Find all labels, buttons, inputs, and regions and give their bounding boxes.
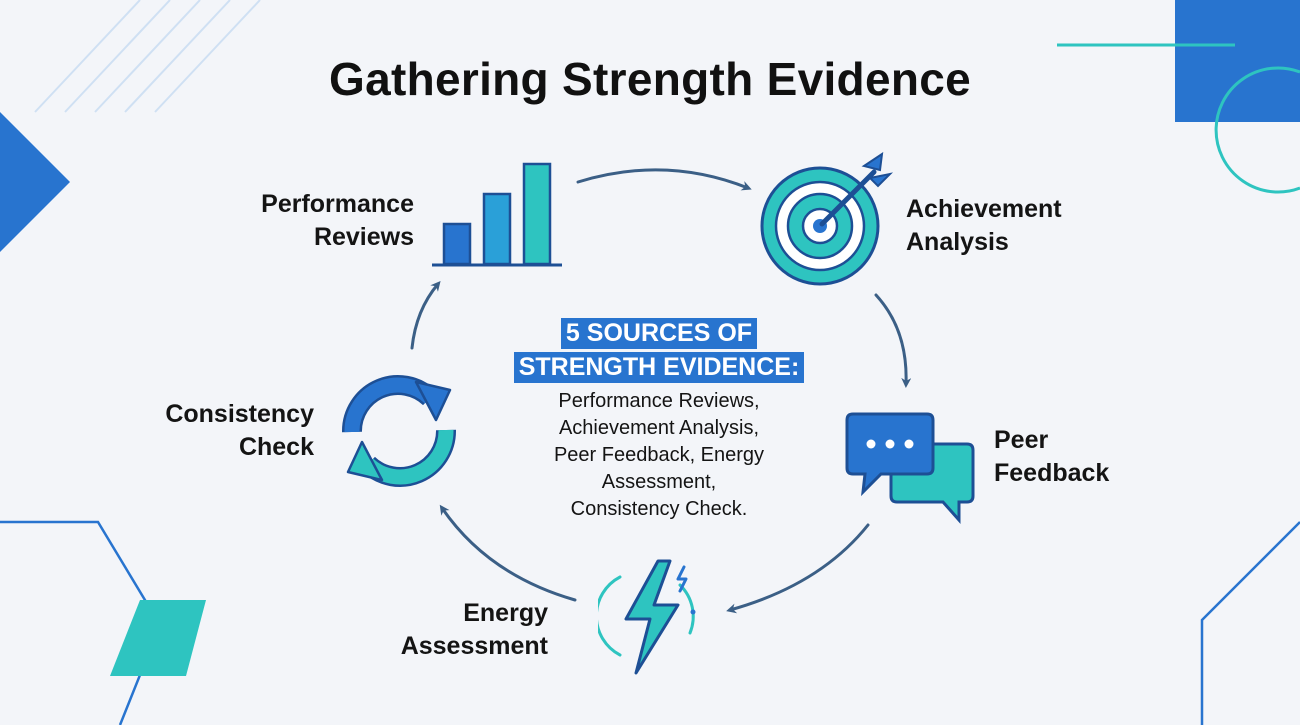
step-label-line2: Assessment bbox=[400, 632, 548, 660]
step-peer-feedback-label: Peer Feedback bbox=[994, 424, 1154, 490]
diagonal-stripes bbox=[34, 0, 261, 113]
center-summary: 5 SOURCES OF STRENGTH EVIDENCE: Performa… bbox=[478, 318, 840, 523]
step-achievement-analysis-label: Achievement Analysis bbox=[906, 193, 1126, 259]
arrow-reviews-to-achievement bbox=[576, 168, 752, 191]
lightning-icon bbox=[598, 559, 696, 675]
center-line: Performance Reviews, bbox=[558, 390, 760, 412]
center-heading-line2: STRENGTH EVIDENCE: bbox=[513, 352, 805, 383]
center-line: Assessment, bbox=[601, 471, 717, 493]
step-label-line2: Check bbox=[238, 433, 314, 461]
center-description: Performance Reviews, Achievement Analysi… bbox=[478, 388, 840, 523]
step-label-line2: Analysis bbox=[906, 228, 1009, 256]
step-consistency-check-label: Consistency Check bbox=[120, 398, 314, 464]
center-line: Consistency Check. bbox=[570, 498, 748, 520]
bar-chart-icon bbox=[432, 162, 562, 267]
bottom-right-outline bbox=[1200, 521, 1300, 725]
step-label-line1: Peer bbox=[994, 426, 1049, 454]
refresh-cycle-icon bbox=[341, 375, 457, 487]
chat-bubbles-icon bbox=[845, 412, 975, 524]
top-right-square bbox=[1175, 0, 1300, 122]
step-label-line1: Performance bbox=[261, 190, 414, 218]
top-right-arc bbox=[1214, 66, 1300, 194]
step-label-line1: Energy bbox=[463, 599, 548, 627]
arrow-energy-to-consistency bbox=[439, 504, 577, 602]
arrow-achievement-to-feedback bbox=[874, 293, 912, 388]
step-energy-assessment-label: Energy Assessment bbox=[360, 597, 548, 663]
arrow-feedback-to-energy bbox=[726, 523, 870, 614]
center-heading-line1: 5 SOURCES OF bbox=[560, 318, 758, 349]
center-line: Peer Feedback, Energy bbox=[553, 444, 765, 466]
arrow-consistency-to-reviews bbox=[410, 280, 441, 350]
target-icon bbox=[760, 152, 894, 286]
step-label-line2: Feedback bbox=[994, 459, 1110, 487]
step-performance-reviews-label: Performance Reviews bbox=[200, 188, 414, 254]
left-triangle bbox=[0, 112, 70, 252]
teal-leaf-shape bbox=[110, 600, 206, 676]
step-label-line2: Reviews bbox=[313, 223, 414, 251]
step-label-line1: Consistency bbox=[165, 400, 314, 428]
page-title: Gathering Strength Evidence bbox=[329, 53, 971, 105]
center-line: Achievement Analysis, bbox=[558, 417, 760, 439]
step-label-line1: Achievement bbox=[906, 195, 1062, 223]
